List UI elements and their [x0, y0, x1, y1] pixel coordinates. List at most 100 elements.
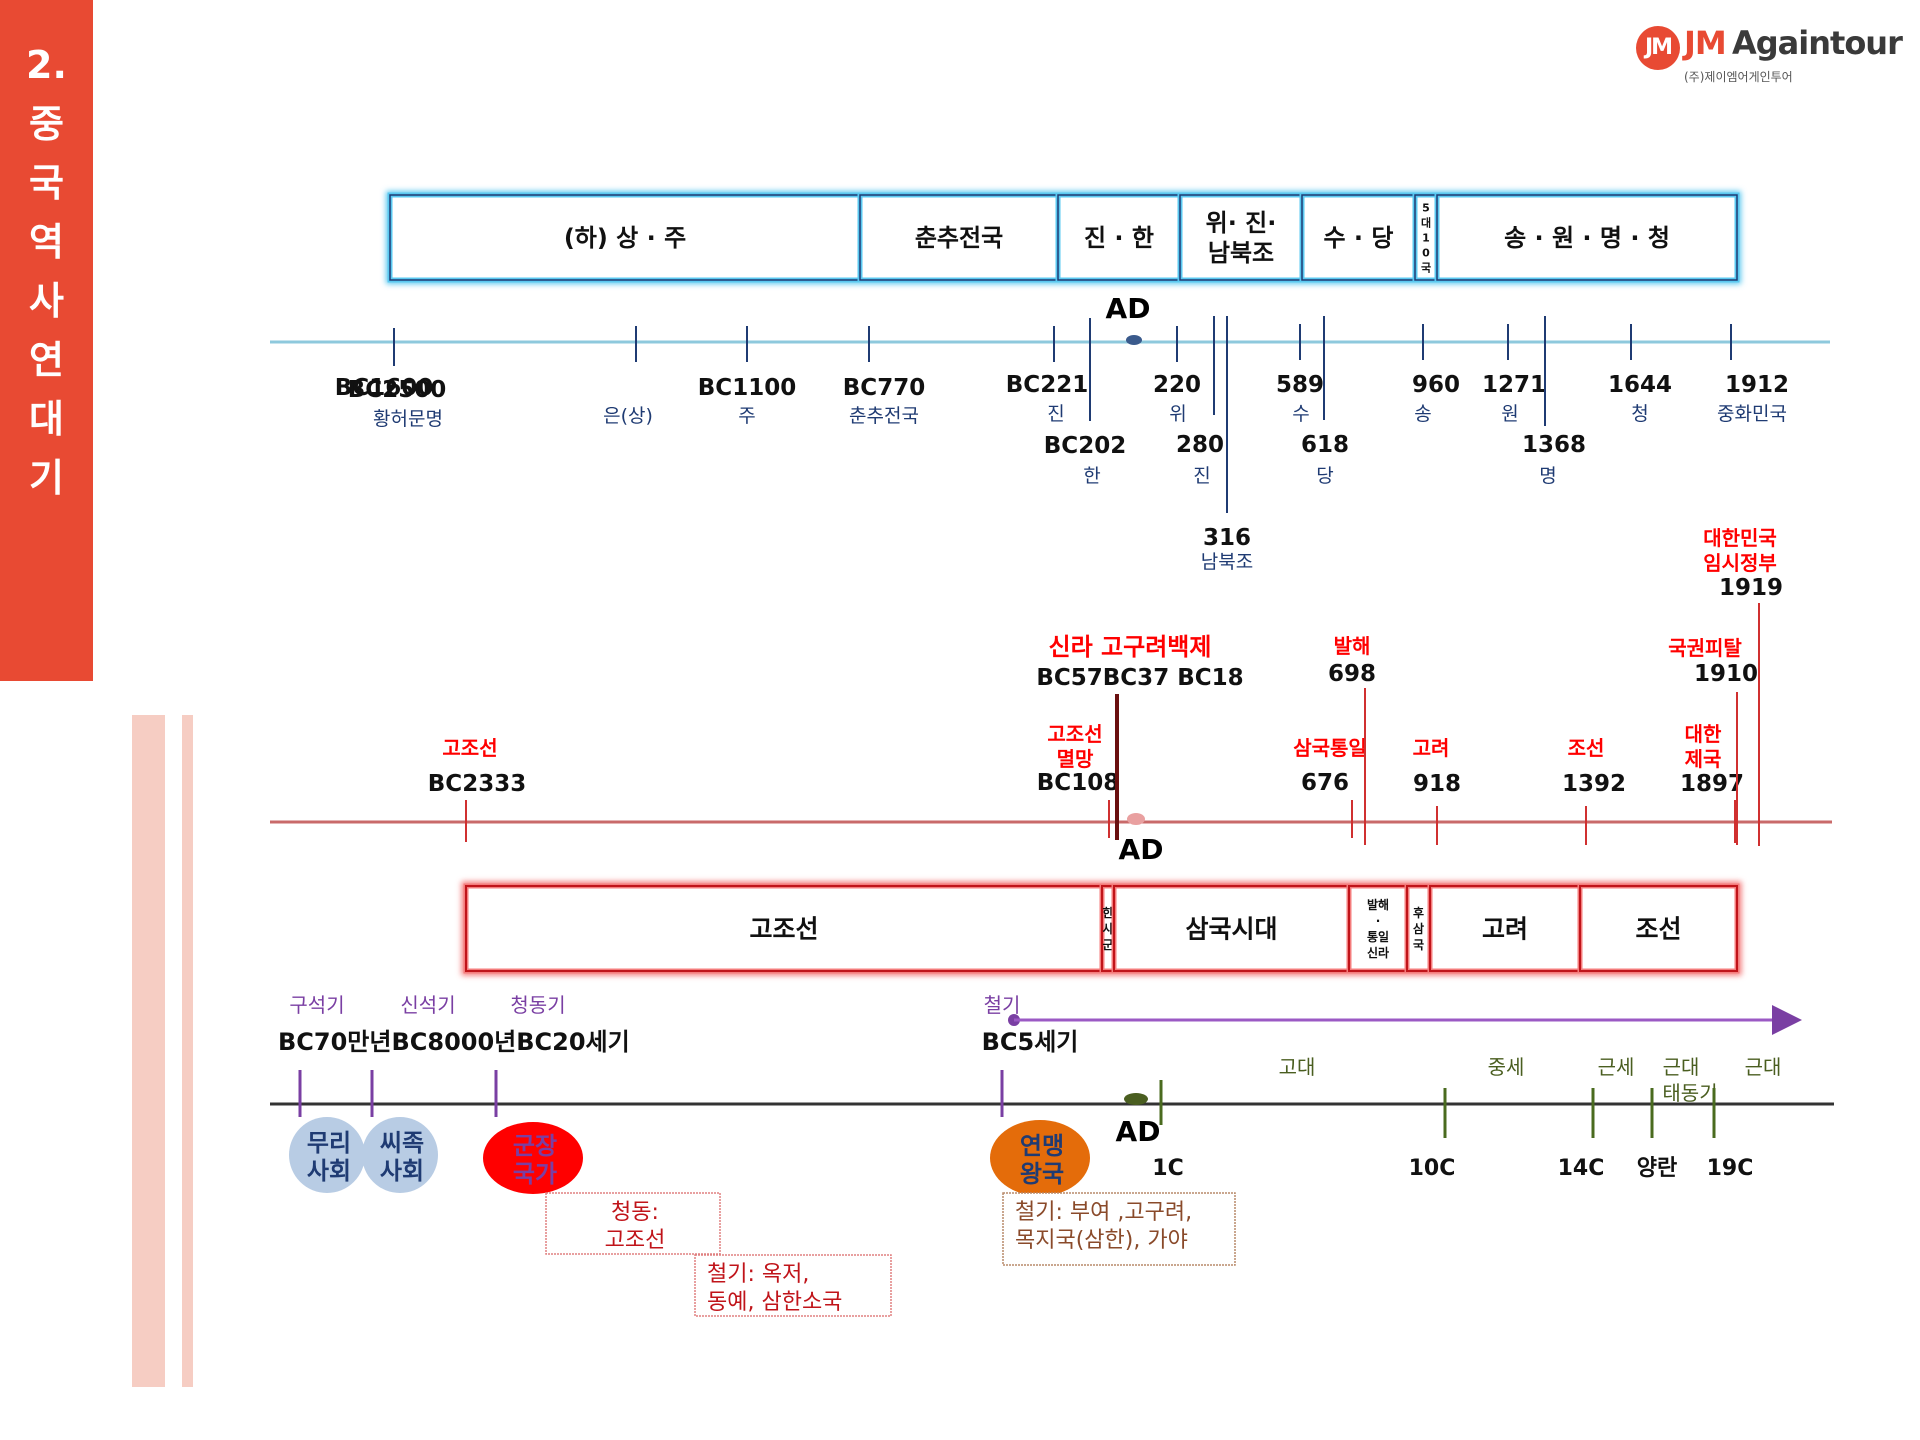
segment-label: 국 [1421, 261, 1431, 274]
event-label: 청 [1631, 403, 1648, 425]
china-event: BC2500 황허문명 [348, 328, 446, 430]
society-label: 사회 [380, 1157, 424, 1185]
society-ellipse [289, 1117, 365, 1193]
event-label: 수 [1292, 403, 1309, 425]
china-period-segment: 위· 진·남북조 [1177, 192, 1305, 283]
century-marker: 양란 [1637, 1088, 1677, 1181]
company-logo: JM JM Againtour (주)제이엠어게인투어 [1636, 24, 1906, 94]
event-year: 280 [1176, 432, 1224, 458]
event-label: 조선 [1568, 736, 1605, 760]
note-text: 목지국(삼한), 가야 [1015, 1228, 1188, 1253]
era-label: 근세 [1598, 1055, 1635, 1079]
segment-label: 발해 [1367, 897, 1389, 912]
event-year: 1644 [1608, 372, 1672, 398]
event-year: 220 [1153, 372, 1201, 398]
title-char: 사 [29, 279, 64, 323]
age-name: 구석기 [289, 993, 344, 1017]
event-label: 대한 [1685, 722, 1722, 746]
segment-label: 후 [1413, 905, 1424, 920]
event-label: 송 [1414, 403, 1431, 425]
china-event: 960 송 [1412, 324, 1460, 425]
event-label: 은(상) [603, 405, 653, 427]
segment-border [1579, 885, 1738, 972]
china-event: 280 진 [1176, 316, 1224, 487]
logo-brand-prefix: JM [1684, 24, 1727, 62]
china-period-segment: 수 · 당 [1299, 192, 1418, 283]
china-period-segment: 춘추전국 [857, 192, 1061, 283]
event-year: 918 [1413, 771, 1461, 797]
event-label: 황허문명 [373, 408, 443, 430]
society-label: 사회 [307, 1157, 351, 1185]
society-label: 왕국 [1020, 1160, 1064, 1188]
logo-mark-icon: JM [1636, 26, 1680, 70]
segment-label: 송 · 원 · 명 · 청 [1504, 224, 1670, 252]
segment-label: 춘추전국 [915, 224, 1003, 252]
event-year: BC2500 [348, 377, 446, 403]
title-char: 중 [29, 102, 64, 146]
event-year: BC221 [1006, 372, 1088, 398]
event-year: 1271 [1482, 372, 1546, 398]
korea-event: 698 발해 [1328, 634, 1376, 845]
event-year: BC108 [1037, 770, 1119, 796]
ad-marker-dot [1126, 335, 1142, 345]
segment-label: · [1376, 914, 1381, 928]
title-char: 역 [29, 220, 64, 264]
china-period-segment: 송 · 원 · 명 · 청 [1434, 192, 1740, 283]
ad-label: AD [1119, 833, 1164, 866]
event-label: 대한민국 [1703, 526, 1777, 550]
age-name: 청동기 [510, 993, 565, 1017]
china-period-segment: 진 · 한 [1055, 192, 1183, 283]
event-label: 남북조 [1201, 551, 1253, 573]
event-label: 고조선 [442, 736, 497, 760]
note-box: 청동:고조선 [545, 1192, 721, 1255]
segment-glow-border [857, 192, 1061, 283]
note-text: 청동: [611, 1200, 659, 1225]
event-label: 임시정부 [1703, 551, 1777, 575]
century-label: 10C [1409, 1156, 1456, 1181]
event-label: 고조선 [1047, 722, 1102, 746]
segment-label: 사 [1102, 921, 1113, 936]
segment-label: 위· 진· [1206, 209, 1277, 237]
event-label: 명 [1539, 465, 1556, 487]
event-year: 960 [1412, 372, 1460, 398]
event-year: 618 [1301, 432, 1349, 458]
event-label: 제국 [1685, 747, 1722, 771]
note-box: 철기: 부여 ,고구려,목지국(삼한), 가야 [1002, 1192, 1236, 1266]
event-label: 주 [738, 405, 755, 427]
segment-label: 고조선 [749, 915, 818, 944]
china-period-segment: (하) 상 · 주 [387, 192, 863, 283]
event-year: 698 [1328, 661, 1376, 687]
china-event: 1644 청 [1608, 324, 1672, 425]
event-label: 진 [1193, 465, 1210, 487]
event-year: 316 [1203, 525, 1251, 551]
society-ellipse [483, 1122, 583, 1194]
age-dates: BC70만년BC8000년BC20세기 [278, 1028, 630, 1056]
event-label: 발해 [1334, 634, 1371, 658]
society-label: 연맹 [1020, 1132, 1064, 1160]
event-label: 고려 [1413, 736, 1450, 760]
society-label: 군장 [513, 1132, 557, 1160]
segment-glow-border [1177, 192, 1305, 283]
segment-label: 삼 [1413, 921, 1424, 936]
society-ellipse [990, 1120, 1090, 1196]
event-label: 춘추전국 [849, 405, 919, 427]
note-text: 철기: 옥저, [707, 1262, 809, 1287]
segment-label: 군 [1102, 938, 1113, 952]
logo-brand-name: Againtour [1732, 24, 1903, 62]
segment-label: 대 [1421, 215, 1431, 229]
logo-subtitle: (주)제이엠어게인투어 [1684, 70, 1793, 84]
society-label: 무리 [307, 1129, 351, 1157]
event-year: BC57BC37 BC18 [1036, 665, 1243, 691]
event-label: 중화민국 [1717, 403, 1787, 425]
segment-label: 신라 [1367, 945, 1389, 960]
